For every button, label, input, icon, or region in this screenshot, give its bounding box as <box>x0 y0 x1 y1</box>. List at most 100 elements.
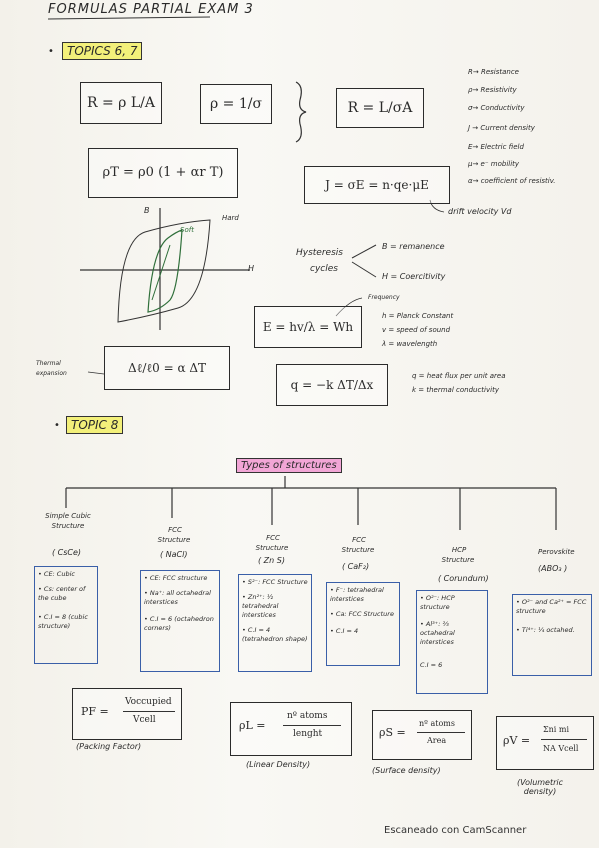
structure-detail-line: • C.I = 4 (tetrahedron shape) <box>242 626 308 643</box>
packing-factor-formula: PF = Voccupied Vcell <box>72 688 182 740</box>
structure-name: Structure <box>441 556 475 564</box>
bullet: • <box>48 46 54 57</box>
hysteresis-label: Hysteresis <box>296 248 343 258</box>
structure-detail-line: • O²⁻ and Ca²⁺ = FCC structure <box>516 598 587 615</box>
structure-name: Perovskite <box>538 548 575 556</box>
structure-detail-line: • Zn²⁺: ½ tetrahedral interstices <box>242 593 279 619</box>
heat-legend-item: q = heat flux per unit area <box>412 372 506 380</box>
hysteresis-label-2: cycles <box>310 264 338 274</box>
bullet: • <box>54 420 60 431</box>
legend-item: R→ Resistance <box>468 68 519 76</box>
topic-heading: TOPICS 6, 7 <box>62 42 143 60</box>
structure-formula: ( NaCl) <box>160 550 188 559</box>
structure-detail-line: C.I = 6 <box>420 661 443 669</box>
graph-y-label: B <box>144 206 150 215</box>
formula-numerator: Voccupied <box>125 697 172 707</box>
structure-details: • CE: FCC structure • Na⁺: all octahedra… <box>140 570 220 672</box>
structure-detail-line: • Ca: FCC Structure <box>330 610 394 618</box>
structure-name: Structure <box>341 546 375 554</box>
structure-detail-line: • Na⁺: all octahedral interstices <box>144 589 211 606</box>
legend-item: J → Current density <box>468 124 535 132</box>
structure-detail-line: • Ti⁴⁺: ¼ octahed. <box>516 626 575 634</box>
structure-name: FCC <box>266 534 280 542</box>
structure-name: Structure <box>255 544 289 552</box>
structure-details: • S²⁻: FCC Structure • Zn²⁺: ½ tetrahedr… <box>238 574 312 672</box>
resistance-formula: R = ρ L/A <box>80 82 162 124</box>
resistivity-formula: ρ = 1/σ <box>200 84 272 124</box>
coercitivity-note: H = Coercitivity <box>382 272 446 281</box>
structure-formula: ( CaF₂) <box>342 562 370 571</box>
volumetric-density-formula: ρV = Σni mi NA Vcell <box>496 716 594 770</box>
formula-denominator: NA Vcell <box>543 744 579 753</box>
linear-density-formula: ρL = nº atoms lenght <box>230 702 352 756</box>
graph-x-label: H <box>248 264 255 273</box>
formula-lhs: ρS = <box>379 726 406 739</box>
structure-detail-line: • O²⁻: HCP structure <box>420 594 455 611</box>
structure-detail-line: • Al³⁺: ⅔ octahedral interstices <box>420 620 455 646</box>
heat-flux-formula: q = −k ΔT/Δx <box>276 364 388 406</box>
structure-detail-line: • F⁻: tetrahedral interstices <box>330 586 384 603</box>
structure-formula: ( CsCe) <box>52 548 82 557</box>
formula-caption: (Surface density) <box>372 766 441 775</box>
structure-details: • O²⁻: HCP structure • Al³⁺: ⅔ octahedra… <box>416 590 488 694</box>
formula-numerator: Σni mi <box>543 725 570 734</box>
formula-lhs: PF = <box>81 705 109 718</box>
structures-title: Types of structures <box>236 458 342 473</box>
thermal-label: Thermal <box>36 360 61 367</box>
formula-denominator: Area <box>427 736 447 745</box>
structure-detail-line: • CE: Cubic <box>38 570 75 578</box>
structure-formula: (ABO₃ ) <box>538 564 568 573</box>
remanence-note: B = remanence <box>382 242 445 251</box>
structure-name: Structure <box>157 536 191 544</box>
structure-detail-line: • Cs: center of the cube <box>38 585 86 602</box>
legend-item: μ→ e⁻ mobility <box>468 160 520 168</box>
topic-heading: TOPIC 8 <box>66 416 124 434</box>
heat-legend-item: k = thermal conductivity <box>412 386 499 394</box>
energy-legend-item: λ = wavelength <box>382 340 438 348</box>
legend-item: ρ→ Resistivity <box>468 86 517 94</box>
photon-energy-formula: E = hv/λ = Wh <box>254 306 362 348</box>
legend-item: α→ coefficient of resistiv. <box>468 177 556 185</box>
structure-name: Structure <box>51 522 85 530</box>
legend-item: σ→ Conductivity <box>468 104 525 112</box>
energy-legend-item: v = speed of sound <box>382 326 451 334</box>
temperature-resistivity-formula: ρT = ρ0 (1 + αr T) <box>88 148 238 198</box>
formula-caption: (Packing Factor) <box>76 742 142 751</box>
legend-item: E→ Electric field <box>468 143 524 151</box>
energy-legend-item: h = Planck Constant <box>382 312 454 320</box>
formula-numerator: nº atoms <box>419 719 455 728</box>
thermal-expansion-formula: Δℓ/ℓ0 = α ΔT <box>104 346 230 390</box>
drift-velocity-note: drift velocity Vd <box>448 207 512 216</box>
structure-detail-line: • S²⁻: FCC Structure <box>242 578 308 586</box>
current-density-formula: J = σE = n·qe·μE <box>304 166 450 204</box>
graph-soft-label: Soft <box>180 226 194 234</box>
structure-details: • F⁻: tetrahedral interstices • Ca: FCC … <box>326 582 400 666</box>
formula-lhs: ρV = <box>503 734 531 747</box>
structure-name: FCC <box>168 526 182 534</box>
frequency-note: Frequency <box>368 294 400 301</box>
structure-details: • CE: Cubic • Cs: center of the cube • C… <box>34 566 98 664</box>
formula-denominator: lenght <box>293 729 323 739</box>
structure-formula: ( Corundum) <box>438 574 489 583</box>
surface-density-formula: ρS = nº atoms Area <box>372 710 472 760</box>
thermal-label-2: expansion <box>36 370 67 377</box>
fraction-bar <box>283 725 341 726</box>
fraction-bar <box>417 732 465 733</box>
structure-formula: ( Zn S) <box>258 556 285 565</box>
formula-denominator: Vcell <box>133 715 156 725</box>
scanner-watermark: Escaneado con CamScanner <box>384 825 527 836</box>
structure-detail-line: • C.I = 6 (octahedron corners) <box>144 615 214 632</box>
structure-detail-line: • C.I = 8 (cubic structure) <box>38 613 88 630</box>
structure-name: Simple Cubic <box>45 512 91 520</box>
graph-hard-label: Hard <box>222 214 239 222</box>
formula-lhs: ρL = <box>239 719 266 732</box>
fraction-bar <box>541 739 587 740</box>
fraction-bar <box>123 711 175 712</box>
resistance-conductivity-formula: R = L/σA <box>336 88 424 128</box>
structure-detail-line: • CE: FCC structure <box>144 574 208 582</box>
structure-name: HCP <box>451 546 467 554</box>
formula-caption: (Linear Density) <box>246 760 311 769</box>
page-title: FORMULAS PARTIAL EXAM 3 <box>48 2 254 17</box>
